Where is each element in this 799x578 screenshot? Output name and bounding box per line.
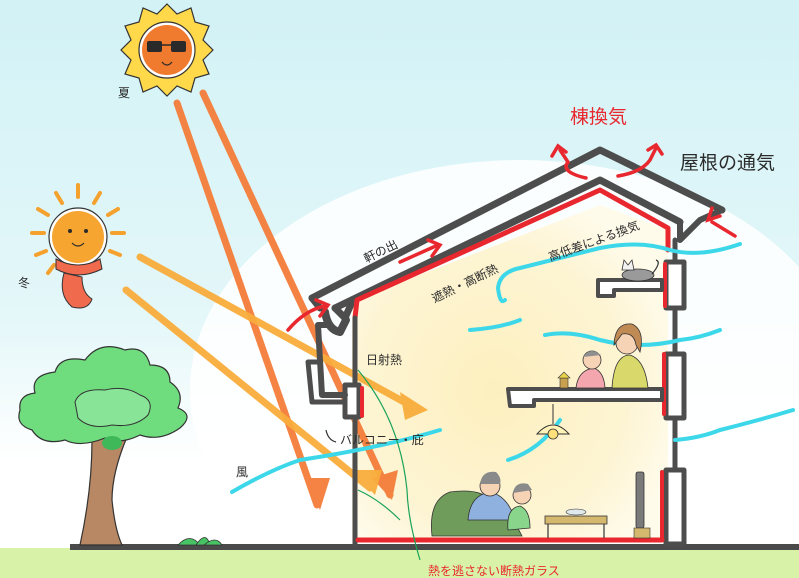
tree [18, 346, 188, 546]
roof-ventilation-arrows [286, 142, 737, 332]
label-ridge-ventilation: 棟換気 [570, 106, 628, 128]
cat [621, 259, 659, 282]
label-winter: 冬 [18, 276, 31, 290]
sunglasses-icon [147, 41, 162, 52]
label-wind: 風 [236, 465, 249, 479]
house-interior [352, 205, 668, 540]
label-roof-ventilation: 屋根の通気 [680, 152, 776, 174]
living-room [431, 471, 651, 539]
label-insulated-glass: 熱を逃さない断熱ガラス [428, 564, 560, 578]
winter-sun [30, 183, 126, 309]
summer-sun-rays [173, 89, 398, 510]
balcony-bracket-line [325, 429, 337, 443]
label-solar-heat: 日射熱 [366, 353, 403, 367]
house [305, 146, 726, 548]
grass-tuft [177, 537, 223, 546]
pendant-lamp [535, 404, 571, 440]
leader-lines [357, 369, 421, 561]
family-upstairs [557, 323, 649, 389]
ground [0, 544, 799, 578]
label-summer: 夏 [118, 86, 131, 100]
summer-sun [120, 3, 214, 97]
label-balcony-eaves: バルコニー・庇 [340, 433, 424, 447]
